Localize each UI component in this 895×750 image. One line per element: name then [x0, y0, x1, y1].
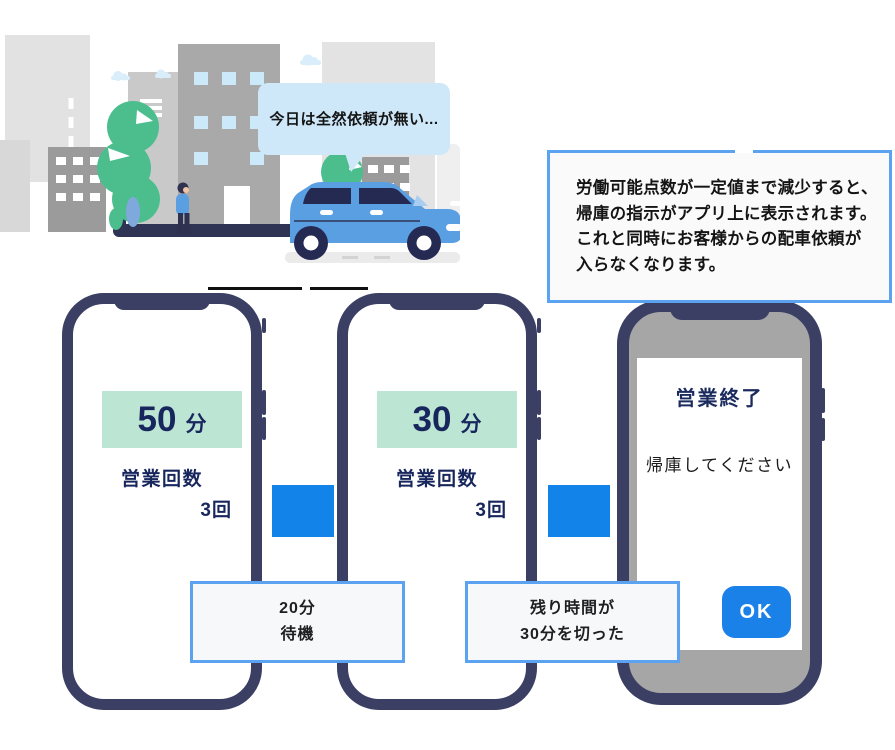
taxi-car-illustration: [290, 182, 460, 260]
speech-bubble-text: 今日は全然依頼が無い...: [269, 110, 439, 128]
remaining-time-value: 30: [412, 400, 452, 439]
sales-count-value: 3回: [475, 500, 507, 521]
step-label-text: 20分 待機: [279, 600, 316, 643]
clouds: [111, 54, 321, 81]
phone-side-button: [262, 417, 266, 440]
sales-count-value: 3回: [200, 500, 232, 521]
connector-square-2: [548, 485, 610, 537]
phone-side-button: [262, 390, 266, 415]
remaining-time-unit: 分: [460, 413, 482, 436]
phone-notch: [114, 293, 210, 310]
phone-side-button: [537, 417, 541, 440]
border-gap-artifact: [735, 150, 753, 153]
remaining-time-box: 30 分: [377, 391, 517, 448]
city-illustration: [0, 35, 460, 263]
remaining-time-box: 50 分: [102, 391, 242, 448]
phone-side-button: [537, 318, 541, 333]
dialog-message: 帰庫してください: [646, 456, 793, 475]
ok-button[interactable]: OK: [722, 586, 791, 638]
phone-1: 50 分 営業回数 3回: [62, 293, 266, 710]
remaining-time-unit: 分: [185, 413, 207, 436]
phone-side-button: [537, 390, 541, 415]
info-box-text: 労働可能点数が一定値まで減少すると、 帰庫の指示がアプリ上に表示されます。 これ…: [576, 179, 878, 274]
connector-square-1: [272, 485, 334, 537]
dialog-title: 営業終了: [675, 388, 764, 410]
speech-bubble: [258, 83, 450, 172]
sales-count-label: 営業回数: [395, 469, 478, 490]
buildings-group: [0, 35, 460, 232]
phone-notch: [669, 300, 770, 320]
divider-line-1: [208, 287, 302, 290]
person-figure: [175, 182, 192, 234]
step-label-1: 20分 待機: [190, 581, 405, 663]
phone-notch: [389, 293, 485, 310]
remaining-time-value: 50: [137, 400, 177, 439]
info-box: 労働可能点数が一定値まで減少すると、 帰庫の指示がアプリ上に表示されます。 これ…: [547, 150, 892, 303]
bushes: [109, 197, 140, 230]
phone-side-button: [821, 388, 825, 413]
phone-side-button: [821, 418, 825, 441]
sales-count-label: 営業回数: [120, 469, 203, 490]
divider-line-2: [310, 287, 368, 290]
road: [113, 224, 348, 237]
step-label-text: 残り時間が 30分を切った: [520, 600, 625, 643]
step-label-2: 残り時間が 30分を切った: [465, 581, 680, 663]
phone-side-button: [262, 318, 266, 333]
